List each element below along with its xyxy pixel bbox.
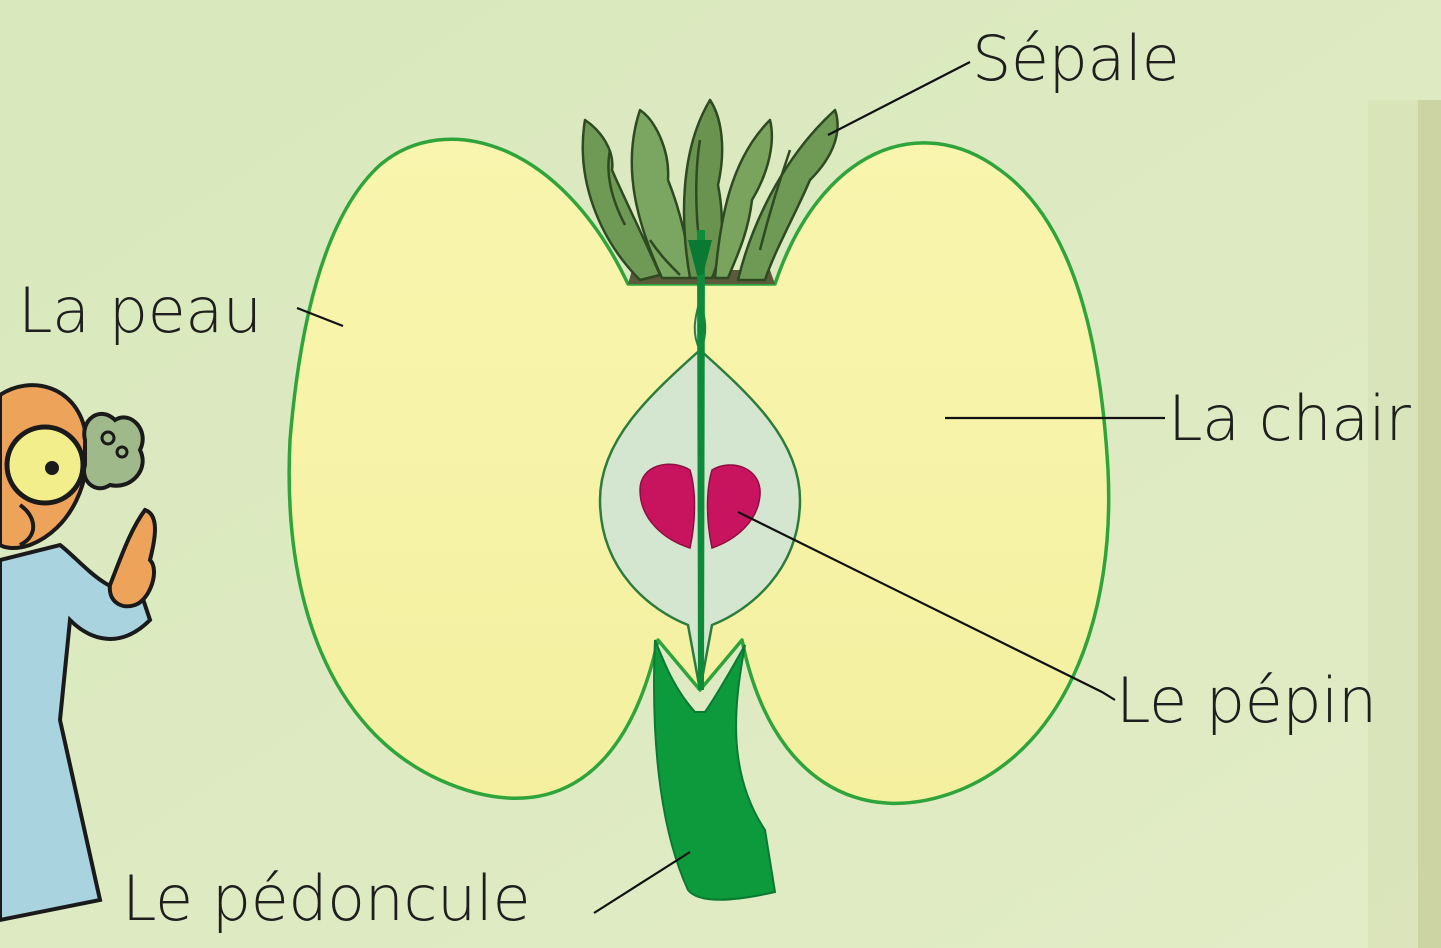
label-sepal: Sépale bbox=[972, 28, 1179, 90]
label-stalk: Le pédoncule bbox=[122, 868, 530, 930]
label-seed: Le pépin bbox=[1116, 670, 1377, 732]
core-strand bbox=[697, 230, 705, 690]
label-flesh: La chair bbox=[1168, 388, 1410, 450]
label-skin: La peau bbox=[18, 280, 262, 342]
right-page-shadow bbox=[1418, 100, 1441, 948]
